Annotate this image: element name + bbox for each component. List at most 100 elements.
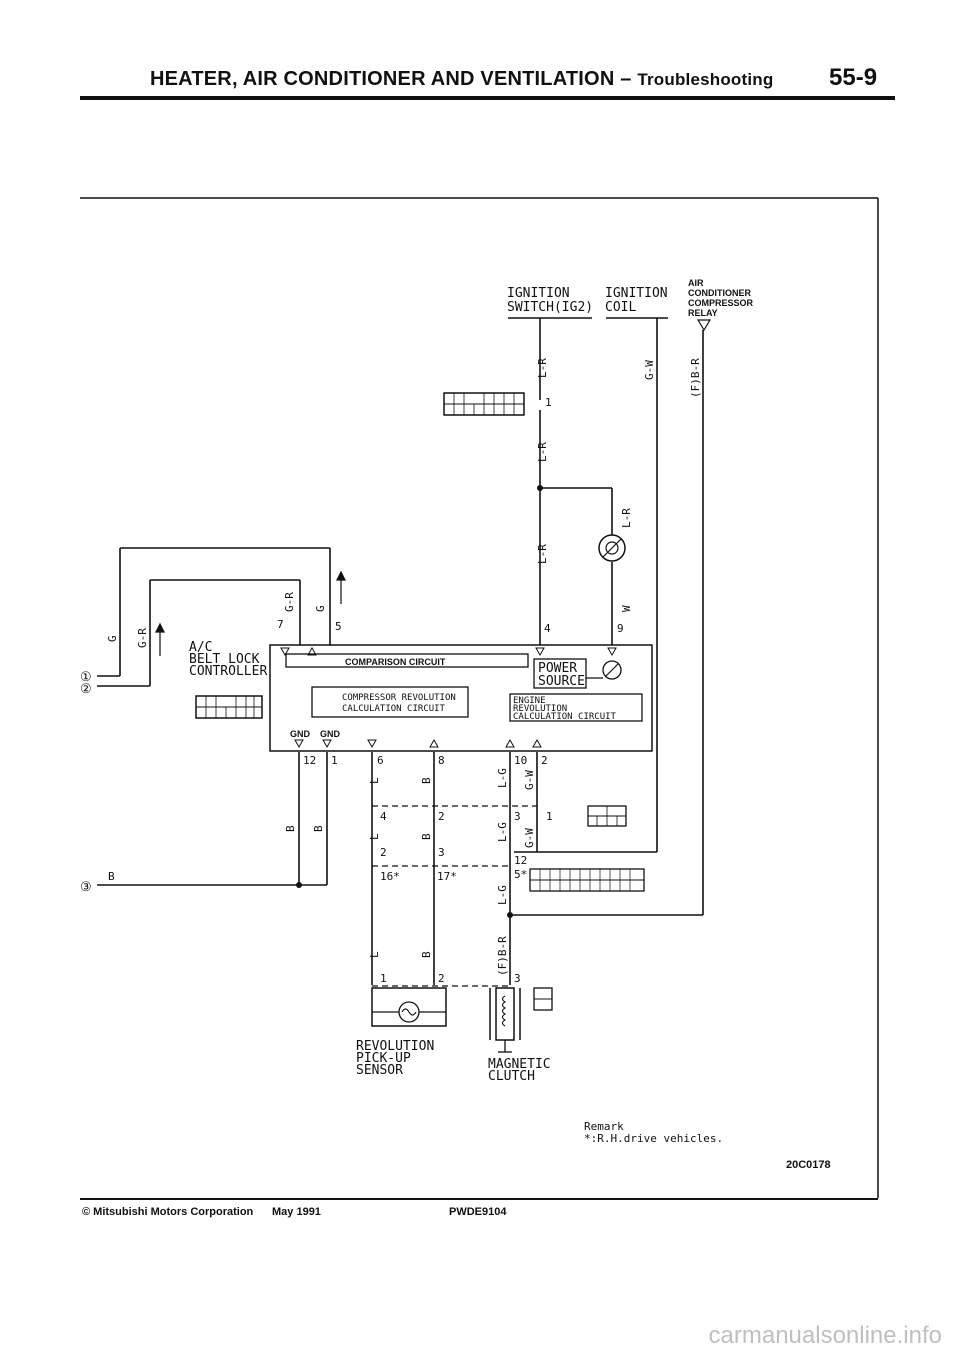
wire-label-b-1: B [284, 825, 297, 832]
junction-dots [296, 485, 543, 918]
header-dash: – [614, 68, 638, 90]
terminal-triangles [280, 646, 617, 749]
wire-label-b-3: B [420, 777, 433, 784]
header-subtitle: Troubleshooting [637, 70, 774, 89]
wire-label-b-5: B [420, 951, 433, 958]
wire-label-l-1: L [368, 777, 381, 784]
connector-lines [372, 805, 537, 987]
pickup-label-2: PICK-UP [356, 1051, 411, 1066]
power-source-label-1: POWER [538, 661, 577, 676]
pin-8: 8 [438, 754, 445, 767]
ignition-switch-label-2: SWITCH(IG2) [507, 300, 593, 315]
belt-lock-label-3: CONTROLLER [189, 664, 267, 679]
wire-label-g-w-1: G-W [643, 360, 656, 380]
wire-label-g-2: G [106, 635, 119, 642]
wire-label-l-r-4: L-R [620, 508, 633, 528]
pin-2-top: 2 [541, 754, 548, 767]
pin-1-ignition: 1 [545, 396, 552, 409]
engine-calc-label-3: CALCULATION CIRCUIT [513, 712, 617, 722]
wire-label-l-g-2: L-G [496, 822, 509, 842]
pin-2-low: 2 [380, 846, 387, 859]
controller-box [269, 644, 653, 752]
clutch-label-1: MAGNETIC [488, 1057, 551, 1072]
pin-2-mid: 2 [438, 810, 445, 823]
wire-label-f-b-r-2: (F)B-R [496, 936, 509, 976]
connector-icon-wide [529, 868, 645, 892]
clutch-label-2: CLUTCH [488, 1069, 535, 1084]
pin-16: 16* [380, 870, 400, 883]
connector-icon-top [443, 392, 525, 416]
belt-lock-label-2: BELT LOCK [189, 652, 260, 667]
wire-label-g-r-2: G-R [136, 628, 149, 648]
footer-code: PWDE9104 [449, 1206, 507, 1218]
connector-icon-4pin [587, 805, 627, 827]
ac-relay-terminal-icon [696, 319, 712, 332]
pin-1-gnd: 1 [331, 754, 338, 767]
header-rule [80, 96, 895, 100]
pickup-label-1: REVOLUTION [356, 1039, 434, 1054]
rev-calc-label-1: COMPRESSOR REVOLUTION [342, 693, 456, 703]
pin-17: 17* [437, 870, 457, 883]
current-arrows [155, 570, 346, 656]
pin-12-low: 12 [514, 854, 527, 867]
remark-text: *:R.H.drive vehicles. [584, 1132, 723, 1145]
wire-label-b-6: B [108, 870, 115, 883]
pin-4: 4 [544, 622, 551, 635]
wires [97, 318, 704, 985]
engine-calc-label-2: REVOLUTION [513, 704, 567, 714]
circle-marker-1: ① [80, 670, 92, 685]
circle-marker-3: ③ [80, 880, 92, 895]
footer-rule [80, 1198, 878, 1200]
gnd-label-1: GND [290, 729, 311, 739]
footer-copyright: © Mitsubishi Motors Corporation [82, 1206, 254, 1218]
pin-5-star: 5* [514, 868, 527, 881]
wire-label-l-g-1: L-G [496, 768, 509, 788]
pin-7: 7 [277, 618, 284, 631]
ac-relay-label-3: COMPRESSOR [688, 298, 754, 308]
ac-relay-label-1: AIR [688, 278, 704, 288]
wire-label-l-r-2: L-R [536, 442, 549, 462]
wire-label-g-r-1: G-R [283, 592, 296, 612]
pin-1-mid: 1 [546, 810, 553, 823]
pin-9: 9 [617, 622, 624, 635]
diode-icon [598, 534, 626, 562]
wire-label-g-w-3: G-W [523, 828, 536, 848]
pin-3-low: 3 [438, 846, 445, 859]
wire-label-b-2: B [312, 825, 325, 832]
wire-label-w: W [620, 605, 633, 612]
gnd-label-2: GND [320, 729, 341, 739]
pin-12: 12 [303, 754, 316, 767]
wire-label-b-4: B [420, 833, 433, 840]
rev-calc-box [311, 686, 469, 718]
pickup-sensor-icon [371, 987, 447, 1027]
comparison-circuit-box [285, 653, 529, 668]
ignition-coil-label-1: IGNITION [605, 286, 668, 301]
connector-icon-left [195, 695, 263, 719]
pin-1-sensor: 1 [380, 972, 387, 985]
page-header-title: HEATER, AIR CONDITIONER AND VENTILATION … [150, 68, 773, 91]
magnetic-clutch-icon [489, 987, 521, 1053]
ac-relay-label-4: RELAY [688, 308, 718, 318]
diagram-frame [80, 197, 879, 1198]
engine-calc-box [509, 693, 643, 722]
wire-label-l-r-1: L-R [536, 358, 549, 378]
wire-label-g-1: G [314, 605, 327, 612]
footer-date: May 1991 [272, 1206, 321, 1218]
pin-4-mid: 4 [380, 810, 387, 823]
wire-label-l-2: L [368, 833, 381, 840]
ignition-coil-label-2: COIL [605, 300, 636, 315]
pin-10: 10 [514, 754, 527, 767]
transistor-icon [586, 660, 622, 680]
page-number: 55-9 [829, 64, 878, 91]
comparison-circuit-label: COMPARISON CIRCUIT [345, 657, 446, 667]
wire-label-g-w-2: G-W [523, 770, 536, 790]
wire-label-l-g-3: L-G [496, 885, 509, 905]
power-source-box [533, 658, 587, 689]
belt-lock-label-1: A/C [189, 640, 212, 655]
power-source-label-2: SOURCE [538, 674, 585, 689]
watermark: carmanualsonline.info [708, 1322, 942, 1349]
wire-label-l-r-3: L-R [536, 544, 549, 564]
pin-5: 5 [335, 620, 342, 633]
pin-3-clutch: 3 [514, 972, 521, 985]
